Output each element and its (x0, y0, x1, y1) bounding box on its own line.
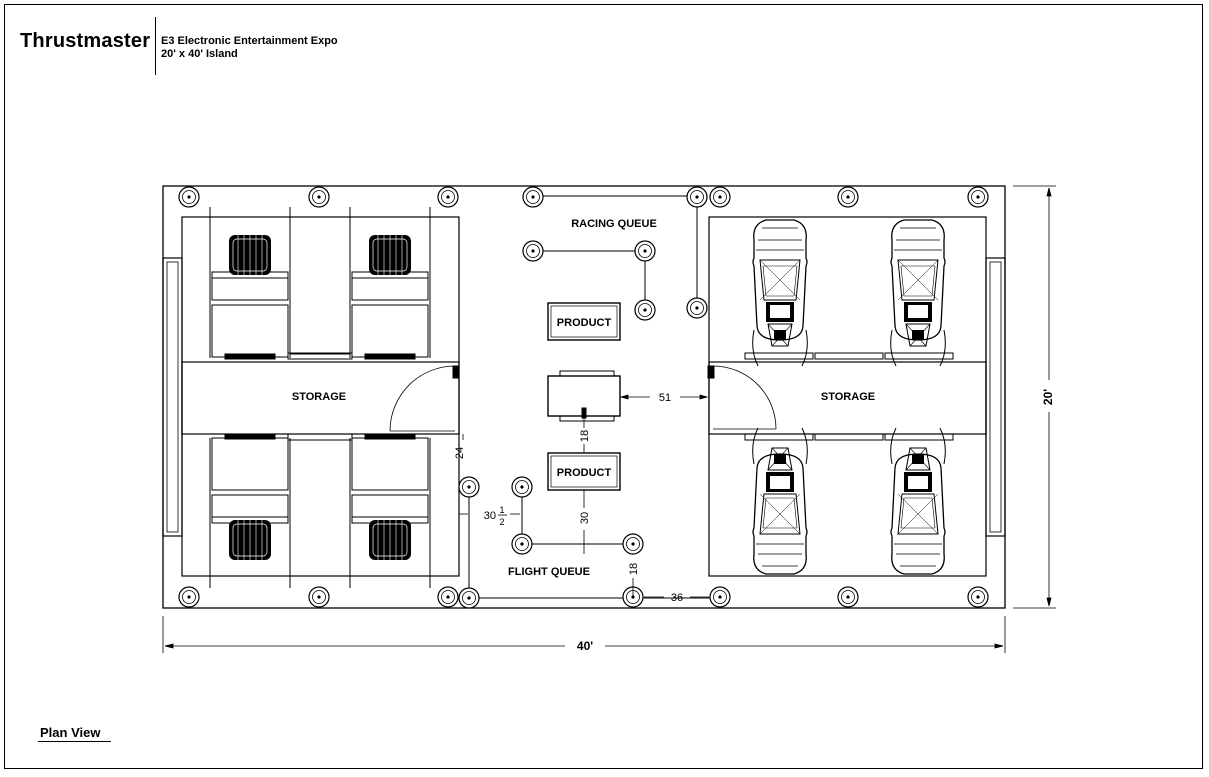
dimension-51: 51 (659, 392, 671, 404)
product-label-bottom: PRODUCT (557, 467, 612, 479)
company-name: Thrustmaster (20, 30, 151, 52)
overall-depth-dimension: 20' (1041, 389, 1055, 405)
plan-view-label: Plan View (40, 725, 101, 740)
center-kiosk (547, 370, 621, 422)
plan-view-underline (38, 741, 111, 742)
racing-queue-label: RACING QUEUE (571, 218, 657, 230)
dimension-lines (162, 185, 1056, 653)
left-door (452, 365, 460, 379)
flight-queue-rope (468, 487, 720, 599)
overall-width-dimension: 40' (577, 639, 593, 653)
drawing-border (4, 4, 1203, 769)
storage-label-right: STORAGE (821, 391, 875, 403)
left-cockpits-bottom (209, 433, 431, 588)
title-divider (155, 17, 156, 75)
dimension-30-half-numerator: 1 (499, 505, 504, 515)
dimension-18-bottom: 18 (628, 563, 640, 575)
dimension-30-half-whole: 30 (484, 510, 496, 522)
dimension-30-half-denominator: 2 (499, 517, 504, 527)
dimension-24: 24 (454, 447, 466, 459)
event-name: E3 Electronic Entertainment Expo (161, 35, 338, 47)
left-counter (162, 257, 183, 537)
storage-label-left: STORAGE (292, 391, 346, 403)
product-display-top (547, 302, 621, 341)
dimension-36: 36 (671, 592, 683, 604)
flight-queue-label: FLIGHT QUEUE (508, 566, 590, 578)
racing-queue-rope (533, 195, 698, 310)
right-counter (985, 257, 1006, 537)
left-door-swing (389, 365, 456, 432)
dimension-18-top: 18 (579, 430, 591, 442)
right-door-swing (712, 365, 777, 430)
left-cockpits-top (209, 207, 431, 360)
product-label-top: PRODUCT (557, 317, 612, 329)
dimension-30: 30 (579, 512, 591, 524)
racing-rigs (744, 219, 954, 575)
right-door (707, 365, 715, 379)
booth-size: 20' x 40' Island (161, 48, 238, 60)
